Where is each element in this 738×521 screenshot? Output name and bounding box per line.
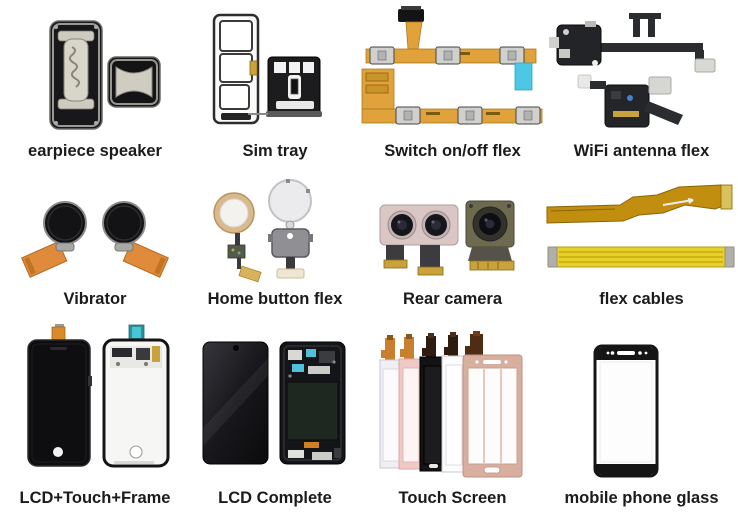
wifi-flex-bottom-unit <box>577 74 683 128</box>
earpiece-speaker-square-unit <box>107 56 161 108</box>
rear-camera-dual-unit <box>379 204 459 276</box>
vibrator-right-unit <box>102 201 169 279</box>
part-label: LCD Complete <box>218 488 332 507</box>
touch-panel-white-2 <box>441 355 467 473</box>
vibrator-photo <box>21 201 169 279</box>
lcd-flex-cable <box>547 246 735 268</box>
touch-panel-black <box>419 356 446 472</box>
touch-panel-rosegold <box>462 354 523 478</box>
lcd-complete-front <box>202 341 269 465</box>
mobile-phone-glass-photo <box>593 344 659 478</box>
home-button-flex-photo <box>213 179 313 283</box>
cyan-pull-tab <box>514 62 533 91</box>
part-label: Vibrator <box>63 289 127 308</box>
part-card-sim-tray[interactable]: Sim tray <box>190 0 360 170</box>
part-card-mobile-phone-glass[interactable]: mobile phone glass <box>545 320 738 521</box>
rear-camera-single-unit <box>465 200 515 271</box>
part-label: mobile phone glass <box>564 488 719 507</box>
sim-tray-black-unit <box>248 56 322 118</box>
part-label: earpiece speaker <box>28 141 162 160</box>
part-card-earpiece-speaker[interactable]: earpiece speaker <box>0 0 190 170</box>
switch-on-off-flex-photo <box>361 6 543 125</box>
part-card-home-button-flex[interactable]: Home button flex <box>190 170 360 320</box>
sim-tray-white-unit <box>212 14 260 125</box>
switch-button <box>499 46 525 65</box>
part-label: flex cables <box>599 289 684 308</box>
part-card-touch-screen[interactable]: Touch Screen <box>360 320 545 521</box>
touch-panel-pink <box>398 358 423 470</box>
part-card-flex-cables[interactable]: flex cables <box>545 170 738 320</box>
lcd-complete-photo <box>202 341 346 465</box>
touch-panel-white-1 <box>379 359 403 469</box>
switch-button <box>435 46 461 65</box>
earpiece-speaker-photo <box>49 20 161 130</box>
lcd-back-white <box>102 324 170 468</box>
wifi-flex-top-unit <box>549 13 716 73</box>
touch-flex-tabs <box>381 330 483 360</box>
rear-camera-photo <box>379 200 515 276</box>
part-label: Switch on/off flex <box>384 141 521 160</box>
switch-button <box>457 106 483 125</box>
part-card-lcd-touch-frame[interactable]: LCD+Touch+Frame <box>0 320 190 521</box>
part-card-wifi-antenna-flex[interactable]: WiFi antenna flex <box>545 0 738 170</box>
switch-button <box>395 106 421 125</box>
lcd-complete-back <box>279 341 346 465</box>
wifi-antenna-flex-photo <box>549 13 716 128</box>
phone-glass <box>593 344 659 478</box>
part-label: Sim tray <box>242 141 308 160</box>
main-board-flex-cable <box>546 184 733 224</box>
switch-flex-bottom <box>361 68 543 125</box>
part-label: Touch Screen <box>398 488 507 507</box>
earpiece-speaker-long-unit <box>49 20 103 130</box>
part-label: Rear camera <box>402 289 503 308</box>
switch-flex-top <box>365 6 537 91</box>
home-button-gold-unit <box>213 192 262 283</box>
lcd-front-black <box>27 323 92 467</box>
part-label: Home button flex <box>207 289 343 308</box>
home-button-silver-unit <box>268 179 313 279</box>
sim-tray-photo <box>212 14 322 125</box>
switch-button <box>515 106 541 125</box>
flex-cables-photo <box>546 184 735 268</box>
touch-screen-photo <box>379 330 523 478</box>
part-card-vibrator[interactable]: Vibrator <box>0 170 190 320</box>
part-card-rear-camera[interactable]: Rear camera <box>360 170 545 320</box>
touch-panels <box>379 354 523 478</box>
switch-button <box>369 46 395 65</box>
part-label: WiFi antenna flex <box>573 141 710 160</box>
part-card-switch-on-off-flex[interactable]: Switch on/off flex <box>360 0 545 170</box>
part-card-lcd-complete[interactable]: LCD Complete <box>190 320 360 521</box>
part-label: LCD+Touch+Frame <box>19 488 171 507</box>
lcd-touch-frame-photo <box>27 323 170 468</box>
vibrator-left-unit <box>21 201 87 279</box>
